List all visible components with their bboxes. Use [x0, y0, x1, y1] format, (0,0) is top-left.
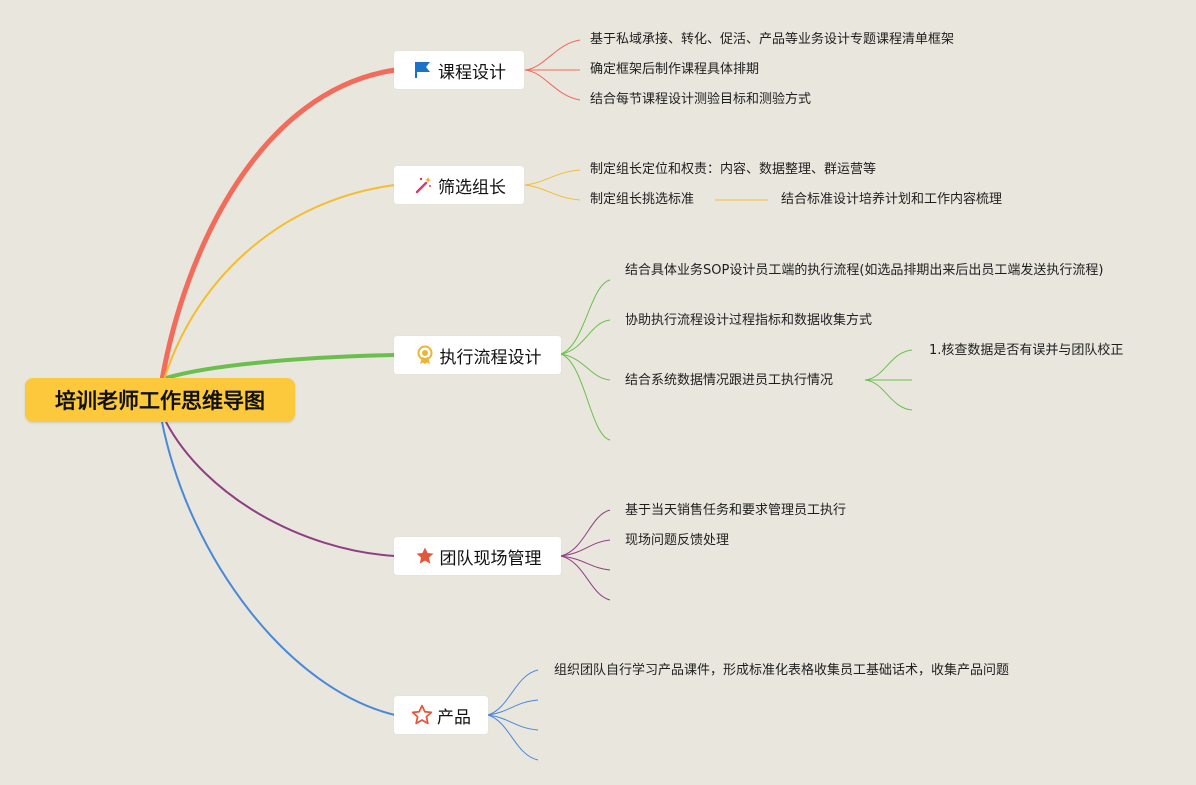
- connector-leader-child-2: [524, 184, 581, 201]
- subtopic[interactable]: 制定组长定位和权责：内容、数据整理、群运营等: [590, 162, 877, 177]
- topic-product[interactable]: 产品: [394, 696, 488, 734]
- connector-course: [159, 67, 396, 381]
- connector-team-child-3: [560, 555, 611, 571]
- subtopic[interactable]: 确定框架后制作课程具体排期: [590, 62, 760, 77]
- topic-label: 执行流程设计: [439, 347, 542, 368]
- connector-leader-child-1: [524, 169, 581, 186]
- connector-process-grand-1: [864, 349, 913, 381]
- connector-leader: [163, 184, 396, 381]
- root-topic[interactable]: 培训老师工作思维导图: [25, 378, 295, 422]
- topic-label: 产品: [437, 707, 471, 728]
- connector-product-child-1: [487, 669, 539, 716]
- topic-label: 筛选组长: [438, 177, 506, 198]
- sub-subtopic[interactable]: 1.核查数据是否有误并与团队校正: [929, 343, 1124, 358]
- topic-label: 课程设计: [438, 62, 506, 83]
- connector-process-grand-3: [864, 379, 913, 411]
- subtopic[interactable]: 结合每节课程设计测验目标和测验方式: [590, 92, 812, 107]
- connector-team-child-4: [560, 555, 611, 601]
- star-filled-icon: [414, 545, 436, 567]
- connector-course-child-1: [524, 39, 581, 71]
- subtopic[interactable]: 基于当天销售任务和要求管理员工执行: [625, 503, 847, 518]
- topic-select-leader[interactable]: 筛选组长: [394, 166, 524, 204]
- connector-process-child-2: [560, 319, 611, 355]
- subtopic[interactable]: 结合具体业务SOP设计员工端的执行流程(如选品排期出来后出员工端发送执行流程): [625, 263, 1104, 278]
- flag-icon: [412, 59, 434, 81]
- topic-course-design[interactable]: 课程设计: [394, 51, 524, 89]
- subtopic[interactable]: 结合系统数据情况跟进员工执行情况: [625, 373, 834, 388]
- root-label: 培训老师工作思维导图: [55, 389, 265, 413]
- connector-course-child-3: [524, 69, 581, 101]
- star-outline-icon: [411, 704, 433, 726]
- subtopic[interactable]: 制定组长挑选标准: [590, 192, 695, 207]
- subtopic[interactable]: 协助执行流程设计过程指标和数据收集方式: [625, 313, 873, 328]
- connector-product: [161, 421, 396, 716]
- subtopic[interactable]: 组织团队自行学习产品课件，形成标准化表格收集员工基础话术，收集产品问题: [554, 663, 1010, 678]
- connector-product-child-4: [487, 714, 539, 761]
- award-icon: [414, 344, 436, 366]
- connector-process: [165, 353, 396, 380]
- connector-process-child-3: [560, 353, 611, 381]
- magic-wand-icon: [412, 174, 434, 196]
- topic-team-management[interactable]: 团队现场管理: [394, 537, 561, 575]
- connector-process-child-4: [560, 353, 611, 441]
- connector-team-child-2: [560, 539, 611, 557]
- connector-product-child-2: [487, 699, 539, 716]
- topic-label: 团队现场管理: [439, 548, 542, 569]
- subtopic[interactable]: 基于私域承接、转化、促活、产品等业务设计专题课程清单框架: [590, 32, 955, 47]
- connector-team-child-1: [560, 509, 611, 557]
- connector-product-child-3: [487, 714, 539, 731]
- connector-process-child-1: [560, 279, 611, 355]
- connector-team: [165, 421, 396, 557]
- sub-subtopic[interactable]: 结合标准设计培养计划和工作内容梳理: [781, 192, 1003, 207]
- topic-process-design[interactable]: 执行流程设计: [394, 336, 561, 374]
- subtopic[interactable]: 现场问题反馈处理: [625, 533, 730, 548]
